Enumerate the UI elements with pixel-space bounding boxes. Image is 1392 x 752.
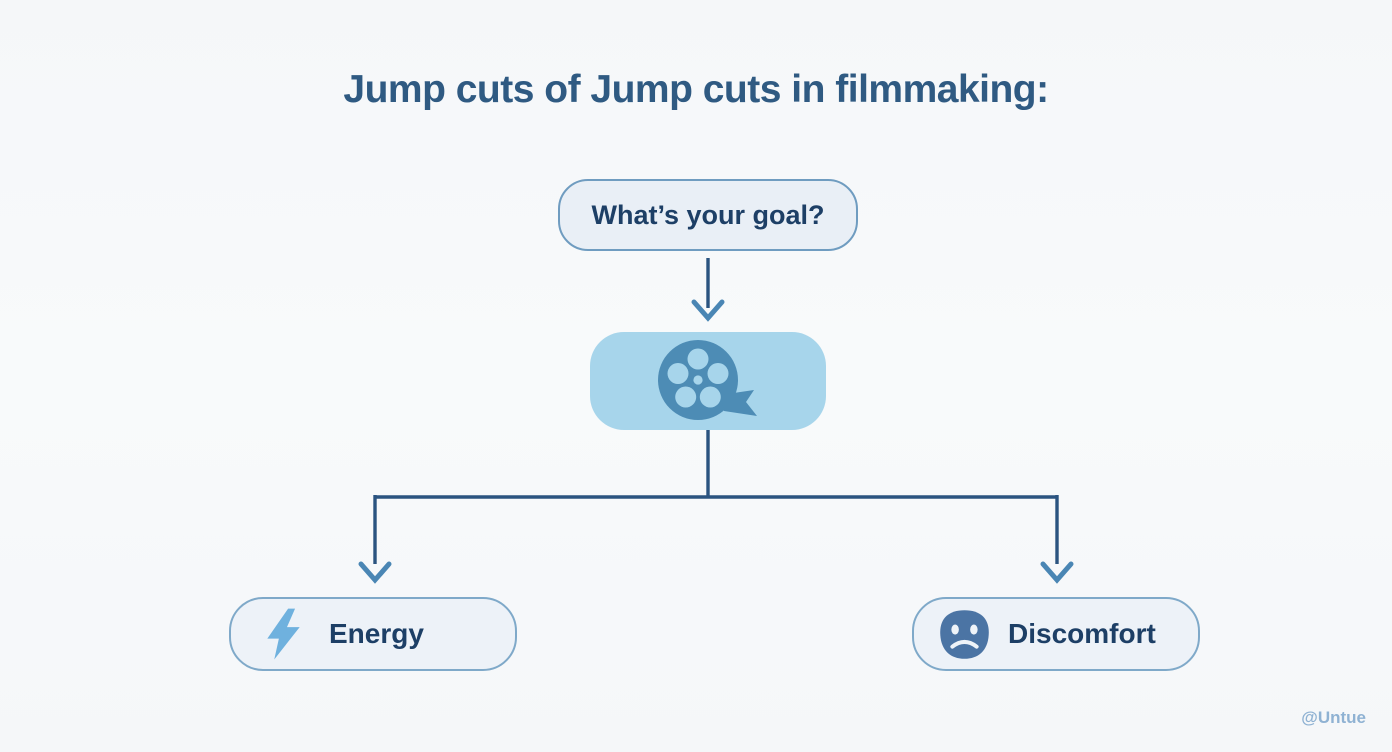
node-discomfort: Discomfort	[912, 597, 1200, 671]
film-reel-icon	[658, 340, 757, 420]
node-goal: What’s your goal?	[558, 179, 858, 251]
arrow-right-branch-head-icon	[1040, 561, 1074, 584]
page-title: Jump cuts of Jump cuts in filmmaking:	[343, 68, 1049, 111]
node-film	[590, 332, 826, 430]
node-energy: Energy	[229, 597, 517, 671]
arrow-left-branch-head-icon	[358, 561, 392, 584]
lightning-icon	[267, 608, 300, 660]
node-discomfort-label: Discomfort	[1008, 618, 1156, 649]
branch-connector-line	[373, 430, 1059, 564]
watermark: @Untue	[1301, 708, 1366, 727]
sad-face-icon	[940, 609, 989, 659]
node-energy-label: Energy	[329, 618, 424, 649]
arrow-root-to-film-head-icon	[691, 299, 725, 322]
node-goal-label: What’s your goal?	[591, 199, 825, 230]
